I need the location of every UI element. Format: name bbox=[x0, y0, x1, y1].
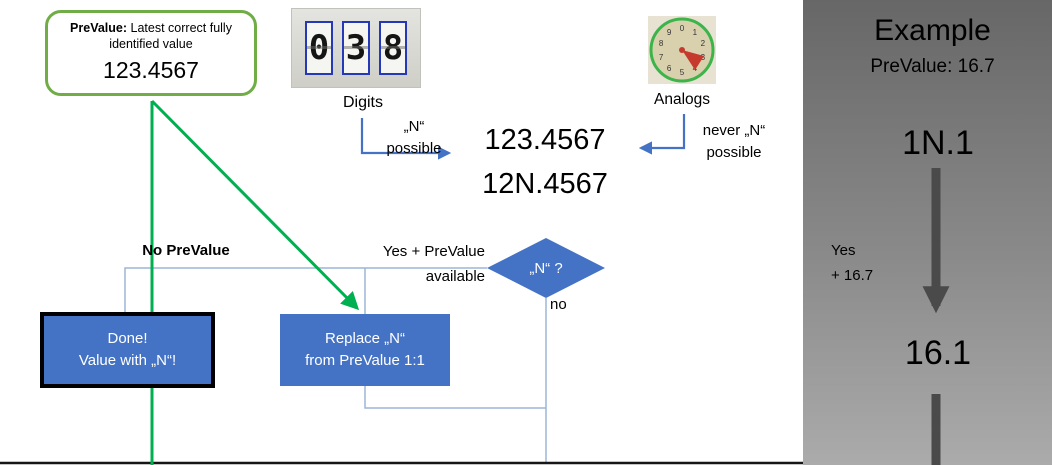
analogs-never-n-note: never „N“ possible bbox=[686, 120, 782, 164]
example-panel bbox=[803, 0, 1052, 465]
prevalue-head: PreValue: Latest correct fully identifie… bbox=[58, 20, 244, 52]
digits-caption: Digits bbox=[342, 94, 383, 111]
no-branch-label: no bbox=[550, 296, 567, 313]
decision-diamond: „N“ ? bbox=[487, 238, 605, 298]
example-subtitle: PreValue: 16.7 bbox=[870, 56, 995, 77]
done-box: Done! Value with „N“! bbox=[40, 312, 215, 388]
done-box-line2: Value with „N“! bbox=[78, 352, 177, 369]
svg-text:8: 8 bbox=[659, 39, 664, 48]
svg-text:0: 0 bbox=[680, 24, 685, 33]
svg-text:2: 2 bbox=[701, 39, 706, 48]
green-arrow-prevalue-to-replace bbox=[150, 99, 360, 311]
yes-branch-line1: Yes + PreValue bbox=[382, 243, 485, 260]
digits-note-line2: possible bbox=[386, 140, 442, 157]
recognized-value-line1: 123.4567 bbox=[484, 124, 606, 156]
analogs-to-value-arrow bbox=[638, 114, 686, 155]
prevalue-value: 123.4567 bbox=[103, 57, 199, 83]
digits-n-possible-note: „N“ possible bbox=[372, 116, 456, 160]
example-arrow-label: Yes + 16.7 bbox=[831, 238, 873, 288]
digit-cell: 0 bbox=[305, 21, 333, 75]
gauge-needle-hub bbox=[679, 47, 685, 53]
digits-note-line1: „N“ bbox=[403, 118, 425, 135]
svg-text:6: 6 bbox=[667, 64, 672, 73]
decision-label: „N“ ? bbox=[529, 259, 563, 277]
digit-counter-image: 0 3 8 bbox=[291, 8, 421, 88]
recognized-values: 123.4567 12N.4567 bbox=[450, 118, 640, 206]
no-prevalue-label: No PreValue bbox=[142, 242, 230, 259]
recognized-value-line2: 12N.4567 bbox=[482, 168, 608, 200]
yes-branch-line2: available bbox=[425, 268, 485, 285]
example-title: Example bbox=[874, 14, 991, 47]
analog-gauge-image: 0 1 2 3 4 5 6 7 8 9 bbox=[648, 16, 716, 84]
example-arrow-label-line1: Yes bbox=[831, 242, 856, 259]
analogs-caption: Analogs bbox=[653, 91, 710, 108]
example-value-after: 16.1 bbox=[904, 334, 972, 372]
svg-text:3: 3 bbox=[701, 53, 706, 62]
done-box-line1: Done! bbox=[107, 330, 148, 347]
digit-cell: 3 bbox=[342, 21, 370, 75]
analogs-note-line1: never „N“ bbox=[702, 122, 766, 139]
svg-text:9: 9 bbox=[667, 28, 672, 37]
replace-box-line2: from PreValue 1:1 bbox=[305, 352, 425, 369]
yes-branch-label: Yes + PreValue available bbox=[345, 239, 485, 289]
prevalue-label: PreValue: bbox=[70, 21, 128, 35]
connector-replace-to-main bbox=[364, 386, 546, 409]
digit-cell: 8 bbox=[379, 21, 407, 75]
prevalue-box: PreValue: Latest correct fully identifie… bbox=[45, 10, 257, 96]
example-value-before: 1N.1 bbox=[902, 124, 974, 162]
prevalue-description: Latest correct fully identified value bbox=[109, 21, 232, 51]
replace-box: Replace „N“ from PreValue 1:1 bbox=[280, 314, 450, 386]
svg-text:1: 1 bbox=[693, 28, 698, 37]
svg-text:5: 5 bbox=[680, 68, 685, 77]
gauge-needle bbox=[682, 50, 704, 70]
replace-box-line1: Replace „N“ bbox=[324, 330, 406, 347]
example-arrow-label-line2: + 16.7 bbox=[831, 267, 874, 284]
svg-text:7: 7 bbox=[659, 53, 664, 62]
analogs-note-line2: possible bbox=[706, 144, 762, 161]
